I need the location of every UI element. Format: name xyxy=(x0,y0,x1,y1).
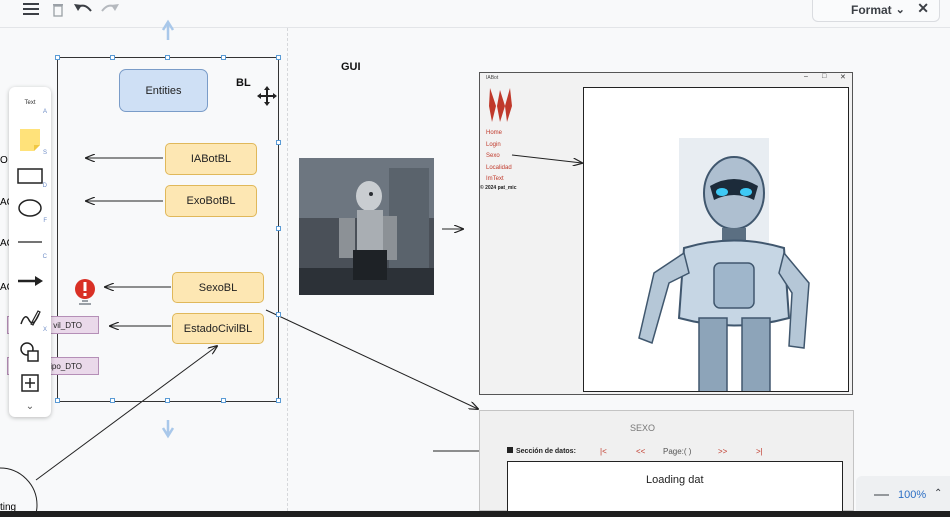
partial-circle-shape xyxy=(0,467,38,517)
format-label: Format xyxy=(851,2,892,17)
text-tool-label[interactable]: Text xyxy=(24,100,36,106)
loading-text: Loading dat xyxy=(646,474,704,486)
shortcut-key: D xyxy=(42,183,47,189)
undo-icon[interactable] xyxy=(72,0,94,18)
cut-label: O xyxy=(0,155,8,166)
sexo-title: SEXO xyxy=(630,423,656,433)
arrow-to-estadocivilbl xyxy=(35,346,217,481)
section-bullet-icon xyxy=(507,447,513,453)
app-footer: © 2024 pat_mic xyxy=(480,185,517,191)
window-bottom-edge xyxy=(0,511,950,517)
prev-page-button[interactable]: << xyxy=(636,447,646,456)
cut-label: AC xyxy=(0,197,14,208)
chevron-up-icon[interactable]: ⌃ xyxy=(934,488,943,499)
selection-handle[interactable] xyxy=(276,55,281,60)
minimize-icon[interactable]: – xyxy=(804,73,808,80)
chevron-down-icon[interactable]: ⌄ xyxy=(25,400,35,412)
zoom-out-button[interactable]: — xyxy=(874,486,889,503)
estadocivilbl-box[interactable]: EstadoCivilBL xyxy=(172,313,264,344)
next-page-button[interactable]: >> xyxy=(718,447,728,456)
shapes-tool[interactable] xyxy=(9,341,51,363)
selection-handle[interactable] xyxy=(221,55,226,60)
iabotbl-box[interactable]: IABotBL xyxy=(165,143,257,175)
selection-handle[interactable] xyxy=(165,398,170,403)
pen-tool[interactable] xyxy=(9,307,51,329)
insert-tool[interactable] xyxy=(9,372,51,394)
robot-image xyxy=(299,158,434,295)
selection-handle[interactable] xyxy=(55,55,60,60)
top-toolbar: Format ⌄ ✕ xyxy=(0,0,950,28)
sexobl-box[interactable]: SexoBL xyxy=(172,272,264,303)
selection-handle[interactable] xyxy=(165,55,170,60)
gui-title: GUI xyxy=(341,61,361,73)
resize-down-handle xyxy=(161,420,175,439)
selection-handle[interactable] xyxy=(221,398,226,403)
exobotbl-box[interactable]: ExoBotBL xyxy=(165,185,257,217)
menu-icon[interactable] xyxy=(20,0,42,18)
entities-box[interactable]: Entities xyxy=(119,69,208,112)
sexo-panel: SEXO Sección de datos: |< << Page:( ) >>… xyxy=(479,410,854,516)
window-close-icon[interactable]: ✕ xyxy=(840,74,846,81)
chevron-down-icon: ⌄ xyxy=(895,4,905,16)
warning-icon[interactable] xyxy=(73,278,97,311)
arrow-tool[interactable] xyxy=(9,274,51,288)
app-logo-icon xyxy=(486,88,514,129)
selection-handle[interactable] xyxy=(276,312,281,317)
zoom-control: — 100% ⌃ xyxy=(856,476,950,511)
maximize-icon[interactable]: □ xyxy=(822,73,827,80)
nav-localidad[interactable]: Localidad xyxy=(486,164,512,171)
shortcut-key: F xyxy=(43,218,47,224)
zoom-level[interactable]: 100% xyxy=(898,489,927,501)
section-label: Sección de datos: xyxy=(507,447,576,455)
format-button[interactable]: Format ⌄ ✕ xyxy=(812,0,940,22)
close-icon[interactable]: ✕ xyxy=(917,0,929,16)
selection-handle[interactable] xyxy=(110,55,115,60)
first-page-button[interactable]: |< xyxy=(600,447,607,456)
page-divider xyxy=(287,28,288,511)
robot-hero-image xyxy=(583,87,849,392)
nav-login[interactable]: Login xyxy=(486,141,501,148)
line-tool[interactable] xyxy=(9,235,51,249)
shortcut-key: S xyxy=(42,150,47,156)
cut-label: ting xyxy=(0,502,17,513)
shortcut-key: C xyxy=(42,254,47,260)
resize-up-handle xyxy=(161,19,175,40)
trash-icon[interactable] xyxy=(50,0,66,18)
shape-toolbar: Text A S D F C X ⌄ xyxy=(9,87,51,417)
nav-imtext[interactable]: ImText xyxy=(486,176,504,182)
cut-label: AC xyxy=(0,238,14,249)
selection-handle[interactable] xyxy=(110,398,115,403)
bl-title: BL xyxy=(236,77,251,89)
app-nav: Home Login Sexo Localidad ImText xyxy=(486,128,512,186)
cut-label: AC xyxy=(0,282,14,293)
nav-home[interactable]: Home xyxy=(486,130,503,136)
shortcut-key: X xyxy=(42,327,47,333)
shortcut-key: A xyxy=(42,109,47,115)
selection-handle[interactable] xyxy=(55,398,60,403)
ellipse-tool[interactable] xyxy=(9,197,51,219)
redo-icon[interactable] xyxy=(99,0,121,18)
app-title: IABot xyxy=(486,75,499,81)
arrow-sexobl-to-panel xyxy=(265,309,478,409)
selection-handle[interactable] xyxy=(276,226,281,231)
app-titlebar: IABot – □ ✕ xyxy=(480,73,852,83)
selection-handle[interactable] xyxy=(276,140,281,145)
sticky-note-tool[interactable] xyxy=(9,127,51,153)
nav-sexo[interactable]: Sexo xyxy=(486,153,500,159)
rectangle-tool[interactable] xyxy=(9,165,51,187)
last-page-button[interactable]: >| xyxy=(756,447,763,456)
app-window: IABot – □ ✕ Home Login Sexo Localidad Im… xyxy=(479,72,853,395)
selection-handle[interactable] xyxy=(276,398,281,403)
move-cursor-icon xyxy=(256,85,278,112)
data-table-area: Loading dat xyxy=(507,461,843,516)
page-indicator: Page:( ) xyxy=(663,447,692,456)
